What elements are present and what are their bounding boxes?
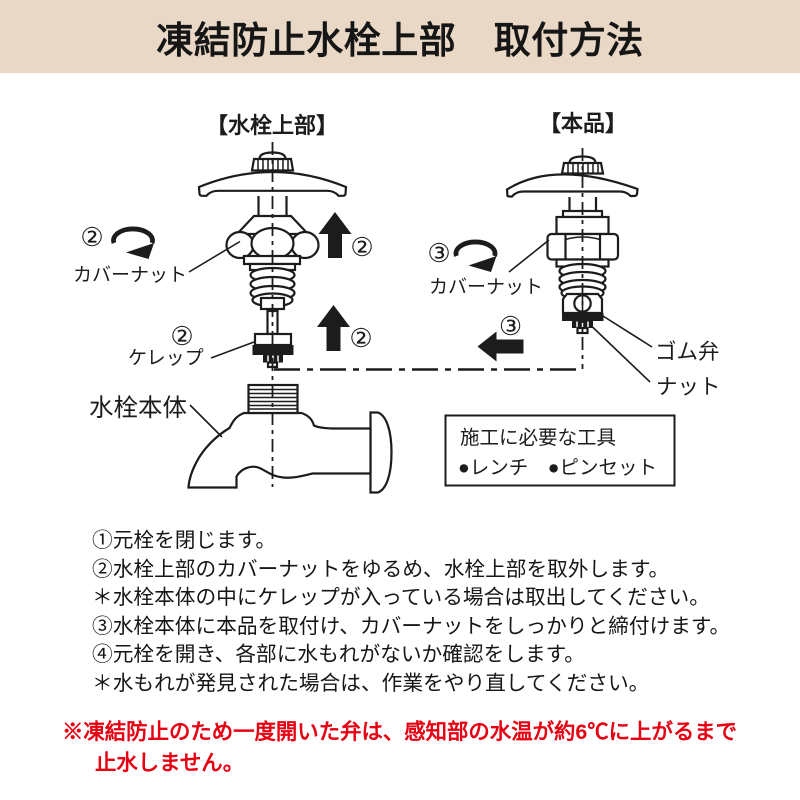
label-cover-nut-right: カバーナット [429, 277, 543, 298]
badge-2-rotate: ② [80, 222, 103, 252]
warning-line-2: 止水しません。 [95, 751, 245, 775]
right-diagram: 【本品】 [427, 111, 720, 399]
leader-kerep [210, 341, 255, 359]
right-section-label: 【本品】 [539, 111, 627, 136]
tools-box-title: 施工に必要な工具 [460, 427, 616, 449]
page-title: 凍結防止水栓上部 取付方法 [156, 19, 644, 61]
label-rubber-valve: ゴム弁 [655, 340, 720, 364]
instructions: ①元栓を閉じます。 ②水栓上部のカバーナットをゆるめ、水栓上部を取外します。 ＊… [92, 527, 730, 698]
right-handle [505, 173, 639, 198]
badge-3-rotate: ③ [427, 238, 450, 268]
rotate-icon-left [114, 229, 155, 259]
badge-2-arrow2: ② [349, 323, 372, 353]
tools-box: 施工に必要な工具 ●レンチ ●ピンセット [444, 414, 676, 487]
instruction-step-1: ①元栓を閉じます。 [92, 529, 277, 552]
left-section-label: 【水栓上部】 [206, 113, 338, 138]
badge-2-arrow1: ② [350, 232, 373, 262]
instruction-note-1: ＊水栓本体の中にケレップが入っている場合は取出してください。 [92, 586, 710, 609]
tools-box-items: ●レンチ ●ピンセット [458, 457, 657, 479]
leader-nut [591, 326, 651, 383]
label-kerep: ケレップ [128, 347, 204, 369]
instruction-step-2: ②水栓上部のカバーナットをゆるめ、水栓上部を取外します。 [92, 557, 670, 581]
badge-2-kerep: ② [170, 321, 193, 351]
up-arrow-1 [318, 212, 352, 258]
title-banner: 凍結防止水栓上部 取付方法 [0, 0, 800, 73]
leader-rubber-valve [602, 315, 653, 348]
leader-cover-nut-left [188, 240, 241, 273]
left-diagram: 【水栓上部】 [73, 113, 393, 494]
label-cover-nut-left: カバーナット [73, 265, 187, 286]
left-cover-nut [225, 226, 320, 261]
faucet-body-flange [369, 411, 393, 494]
left-arrow [477, 331, 524, 362]
rotate-icon-right [456, 242, 497, 272]
badge-3-arrow: ③ [499, 311, 522, 341]
instruction-step-4: ④元栓を開き、各部に水もれがないか確認をします。 [92, 643, 585, 666]
warning-line-1: ※凍結防止のため一度開いた弁は、感知部の水温が約6℃に上がるまで [62, 720, 738, 744]
label-faucet-body: 水栓本体 [89, 394, 187, 422]
leader-faucet-body [189, 404, 223, 438]
left-stem [257, 196, 288, 216]
leader-cover-nut-right [508, 239, 550, 273]
label-nut: ナット [656, 375, 721, 399]
faucet-body-outline [187, 411, 372, 489]
left-handle [197, 170, 348, 197]
warning-note: ※凍結防止のため一度開いた弁は、感知部の水温が約6℃に上がるまで 止水しません。 [62, 717, 737, 779]
right-neck [568, 197, 598, 211]
instruction-note-2: ＊水もれが発見された場合は、作業をやり直してください。 [92, 671, 650, 695]
instruction-step-3: ③水栓本体に本品を取付け、カバーナットをしっかりと締付けます。 [92, 614, 731, 638]
up-arrow-2 [317, 305, 350, 351]
